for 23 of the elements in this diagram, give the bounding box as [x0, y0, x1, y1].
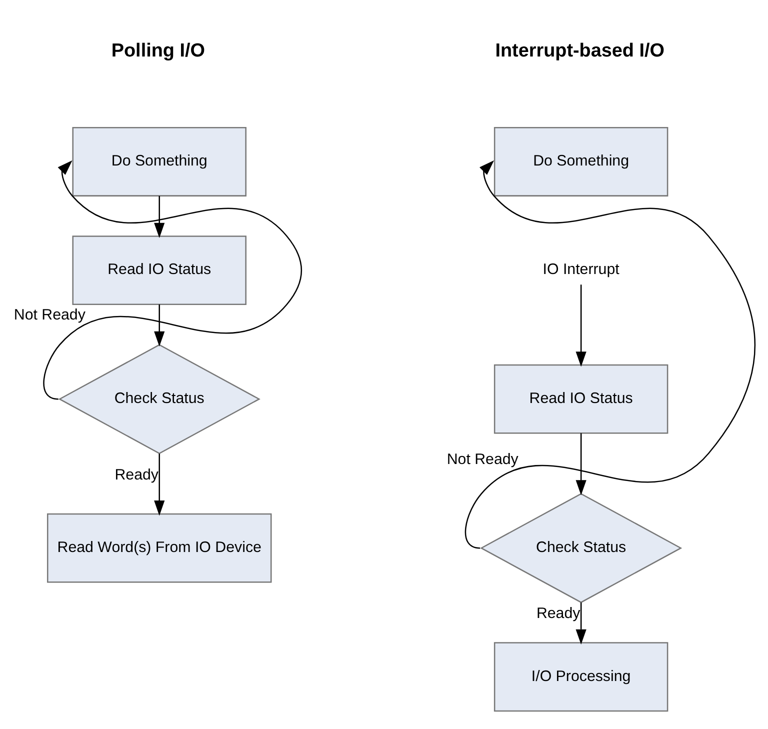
label: Interrupt-based I/O	[495, 40, 664, 61]
arrow	[464, 160, 756, 548]
arrow	[576, 284, 586, 366]
node-box: Read IO Status	[72, 235, 246, 305]
node-box: I/O Processing	[494, 642, 668, 712]
edge-label: Not Ready	[14, 306, 86, 323]
node-box: Read IO Status	[494, 364, 668, 434]
node-diamond: Check Status	[58, 344, 260, 454]
arrow	[154, 453, 165, 516]
node-box: Do Something	[494, 126, 668, 196]
arrow	[154, 195, 165, 238]
node-diamond: Check Status	[480, 492, 682, 603]
arrow	[43, 160, 302, 400]
arrow	[154, 304, 165, 346]
arrow	[576, 432, 586, 495]
label: Polling I/O	[111, 40, 205, 61]
edge-label: Ready	[114, 466, 159, 484]
arrow	[576, 602, 586, 644]
node-box: Do Something	[72, 126, 246, 196]
edge-label: Ready	[536, 604, 580, 622]
node-box: Read Word(s) From IO Device	[46, 512, 272, 582]
node-text: IO Interrupt	[542, 260, 620, 278]
edge-label: Not Ready	[446, 450, 518, 468]
